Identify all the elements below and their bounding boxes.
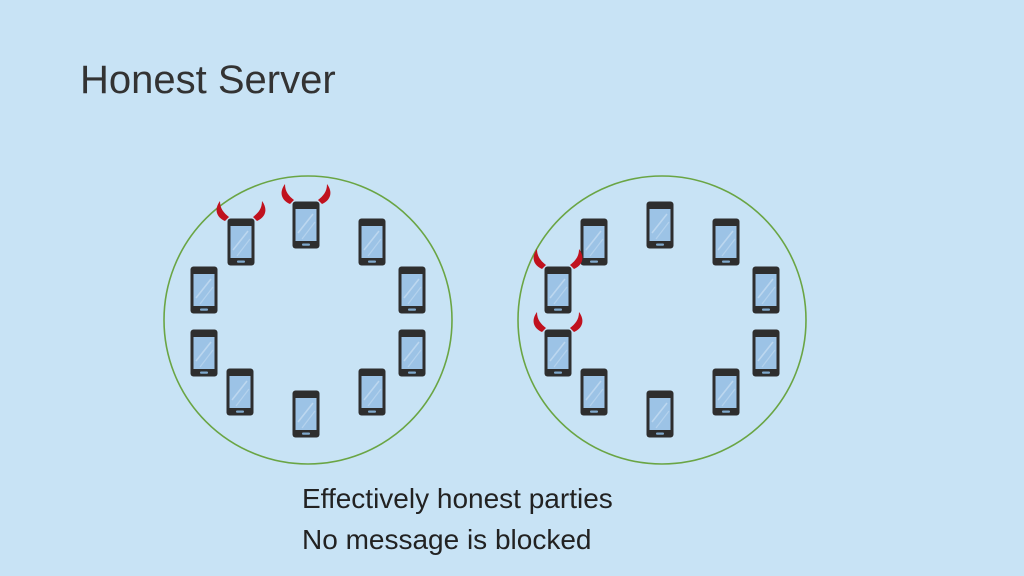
smartphone-icon	[712, 368, 740, 416]
smartphone-icon	[752, 266, 780, 314]
right-group	[517, 175, 807, 465]
slide-title: Honest Server	[80, 58, 336, 102]
smartphone-icon	[358, 368, 386, 416]
smartphone-icon	[544, 266, 572, 314]
devil-horns-icon	[216, 201, 266, 221]
left-group	[163, 175, 453, 465]
smartphone-icon	[752, 329, 780, 377]
devil-horns-icon	[281, 184, 331, 204]
smartphone-icon	[646, 201, 674, 249]
smartphone-icon	[292, 201, 320, 249]
smartphone-icon	[227, 218, 255, 266]
smartphone-icon	[398, 266, 426, 314]
smartphone-icon	[712, 218, 740, 266]
caption-line-1: Effectively honest parties	[302, 483, 613, 514]
smartphone-icon	[226, 368, 254, 416]
caption: Effectively honest parties No message is…	[302, 478, 613, 560]
smartphone-icon	[292, 390, 320, 438]
smartphone-icon	[190, 329, 218, 377]
smartphone-icon	[580, 368, 608, 416]
smartphone-icon	[358, 218, 386, 266]
group-boundary-circle	[163, 175, 453, 465]
devil-horns-icon	[533, 312, 583, 332]
smartphone-icon	[544, 329, 572, 377]
devil-horns-icon	[533, 249, 583, 269]
smartphone-icon	[398, 329, 426, 377]
group-boundary-circle	[517, 175, 807, 465]
smartphone-icon	[580, 218, 608, 266]
caption-line-2: No message is blocked	[302, 524, 592, 555]
smartphone-icon	[190, 266, 218, 314]
smartphone-icon	[646, 390, 674, 438]
